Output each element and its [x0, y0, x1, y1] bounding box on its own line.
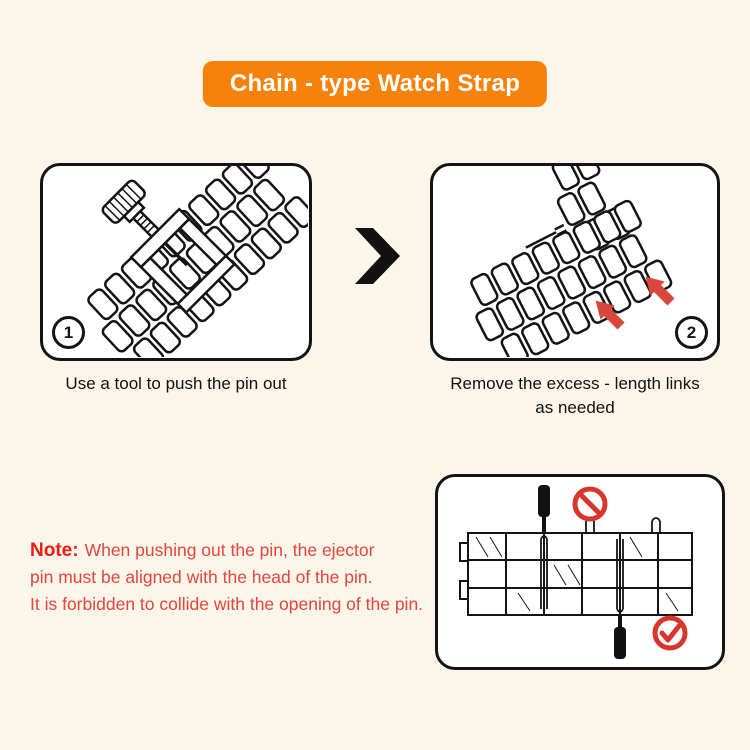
note-line-1-text: When pushing out the pin, the ejector	[84, 540, 375, 560]
separated-links-illustration	[458, 166, 675, 357]
pin-alignment-panel	[435, 474, 725, 670]
note-line: Note:When pushing out the pin, the eject…	[30, 537, 470, 564]
note-line: It is forbidden to collide with the open…	[30, 594, 424, 614]
red-arrow-icon	[645, 276, 675, 306]
chevron-right-icon	[355, 228, 400, 284]
check-icon	[652, 615, 688, 651]
step-1-caption: Use a tool to push the pin out	[65, 374, 287, 393]
step-number-1-badge: 1	[52, 316, 85, 349]
band-cross-section	[459, 532, 693, 616]
title-banner: Chain - type Watch Strap	[202, 61, 548, 107]
step-number-2-badge: 2	[675, 316, 708, 349]
step-2-panel: 2	[430, 163, 720, 361]
watch-band	[77, 166, 308, 357]
top-pusher-pin	[538, 485, 550, 533]
note-line: pin must be aligned with the head of the…	[30, 567, 373, 587]
pin-alignment-illustration	[459, 485, 693, 659]
prohibition-icon	[572, 486, 608, 522]
bottom-pusher-pin	[614, 615, 626, 659]
link-remover-tool	[101, 179, 237, 315]
red-arrow-icon	[595, 300, 625, 330]
band-hatching	[475, 536, 679, 612]
step-1-panel: 1	[40, 163, 312, 361]
step-2-caption-line-2: as needed	[535, 398, 615, 417]
note-block: Note:When pushing out the pin, the eject…	[30, 537, 470, 618]
note-label: Note:	[30, 540, 79, 561]
step-2-caption-line-1: Remove the excess - length links	[450, 374, 700, 393]
pin-pusher-tool-illustration	[77, 166, 308, 357]
main-band-segment	[458, 198, 675, 357]
step-2-caption: Remove the excess - length links as need…	[430, 372, 720, 420]
